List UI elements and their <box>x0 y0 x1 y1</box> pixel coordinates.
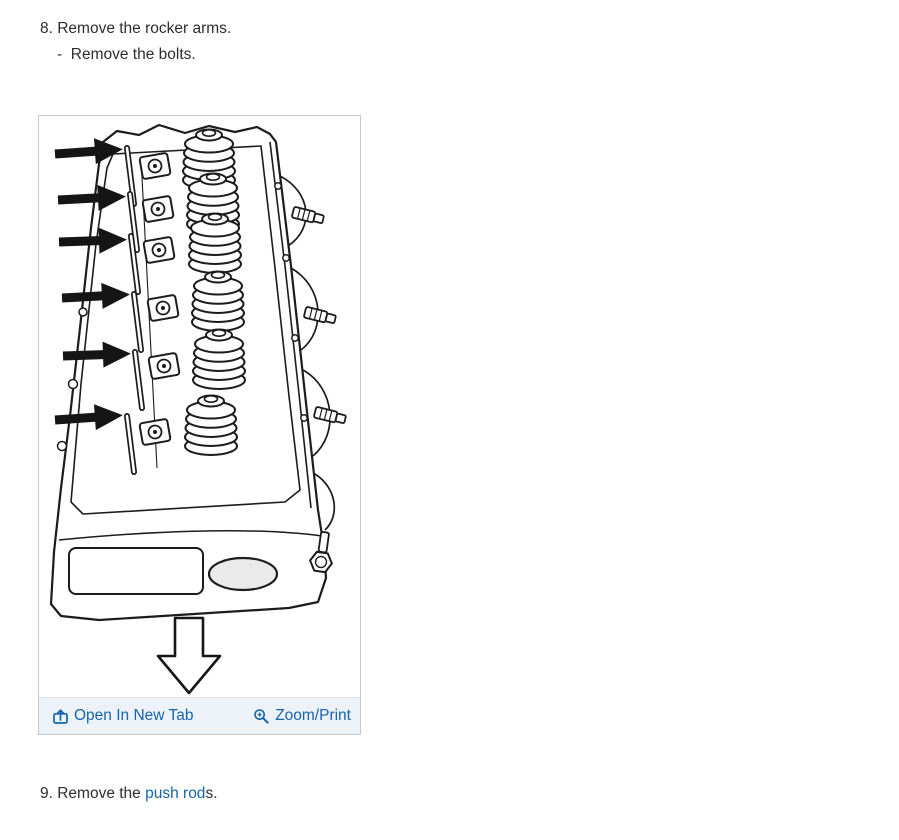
engine-head-diagram <box>39 116 360 697</box>
step-9-suffix: s. <box>205 785 218 802</box>
cylinder-head-drawing <box>49 123 348 695</box>
bolt-holes <box>56 182 308 452</box>
zoom-print-label: Zoom/Print <box>275 707 351 724</box>
open-in-new-tab-label: Open In New Tab <box>74 707 194 724</box>
step-8: 8. Remove the rocker arms. - Remove the … <box>40 16 231 68</box>
open-in-new-tab-link[interactable]: Open In New Tab <box>52 707 193 725</box>
step-9: 9. Remove the push rods. <box>40 783 218 805</box>
figure-frame: Open In New Tab Zoom/Print <box>38 115 361 735</box>
step-8-substep: - Remove the bolts. <box>57 46 196 63</box>
push-rod-link[interactable]: push rod <box>145 785 206 802</box>
step-8-text: 8. Remove the rocker arms. <box>40 20 232 37</box>
head-base <box>68 531 334 595</box>
step-9-prefix: 9. Remove the <box>40 785 146 802</box>
big-down-arrow <box>156 616 222 695</box>
figure-toolbar: Open In New Tab Zoom/Print <box>39 697 360 734</box>
zoom-print-link[interactable]: Zoom/Print <box>253 707 351 725</box>
zoom-icon <box>253 708 270 725</box>
corner-bolt <box>308 531 334 574</box>
open-in-new-tab-icon <box>52 708 69 725</box>
